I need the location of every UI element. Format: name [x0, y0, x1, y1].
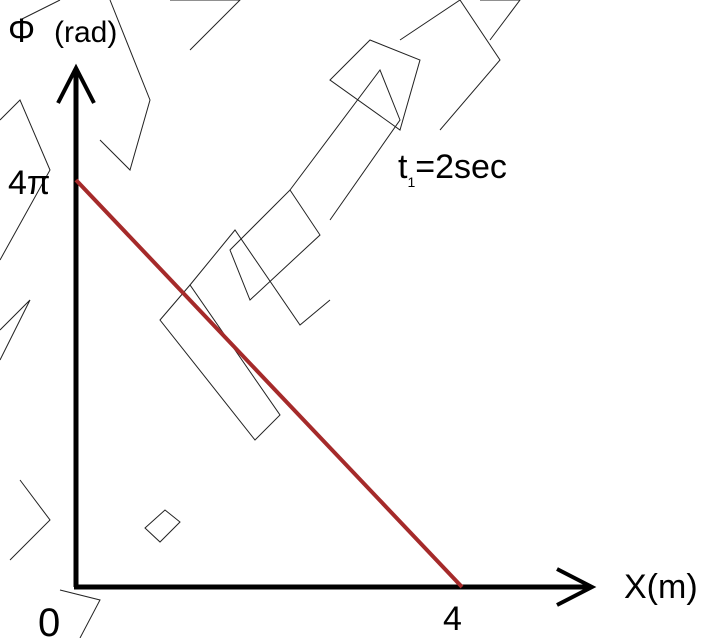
watermark-letter-p	[159, 284, 281, 441]
watermark-stroke	[0, 99, 51, 261]
series-line	[74, 178, 464, 589]
watermark-stroke	[59, 589, 101, 638]
y-axis-label: Φ	[8, 12, 35, 50]
annotation-label: t1=2sec	[398, 148, 507, 190]
annotation-subscript: 1	[407, 174, 415, 190]
watermark-stroke	[19, 0, 61, 21]
watermark-letter-r	[329, 39, 421, 131]
axes	[56, 63, 597, 607]
y-tick-label: 4π	[8, 164, 50, 202]
watermark	[0, 0, 521, 638]
watermark-letter-p	[189, 229, 331, 326]
watermark-letter-a	[229, 189, 321, 301]
annotation-value: =2sec	[415, 148, 507, 186]
annotation-variable: t	[398, 148, 408, 186]
watermark-stroke	[170, 0, 241, 51]
watermark-letter-r	[399, 0, 501, 131]
watermark-stroke	[9, 479, 51, 561]
y-axis-unit-label: (rad)	[54, 16, 117, 49]
x-tick-label: 0	[38, 601, 60, 638]
x-tick-label: 4	[443, 600, 462, 638]
watermark-dot	[144, 509, 181, 543]
watermark-letter-a	[289, 68, 401, 221]
watermark-stroke	[99, 0, 151, 171]
series-layer	[74, 178, 464, 589]
x-axis-arrowhead	[556, 567, 597, 607]
watermark-letter-r	[480, 0, 521, 41]
y-axis-arrowhead	[56, 63, 96, 104]
x-axis-label: X(m)	[624, 568, 698, 606]
watermark-stroke	[0, 299, 31, 361]
